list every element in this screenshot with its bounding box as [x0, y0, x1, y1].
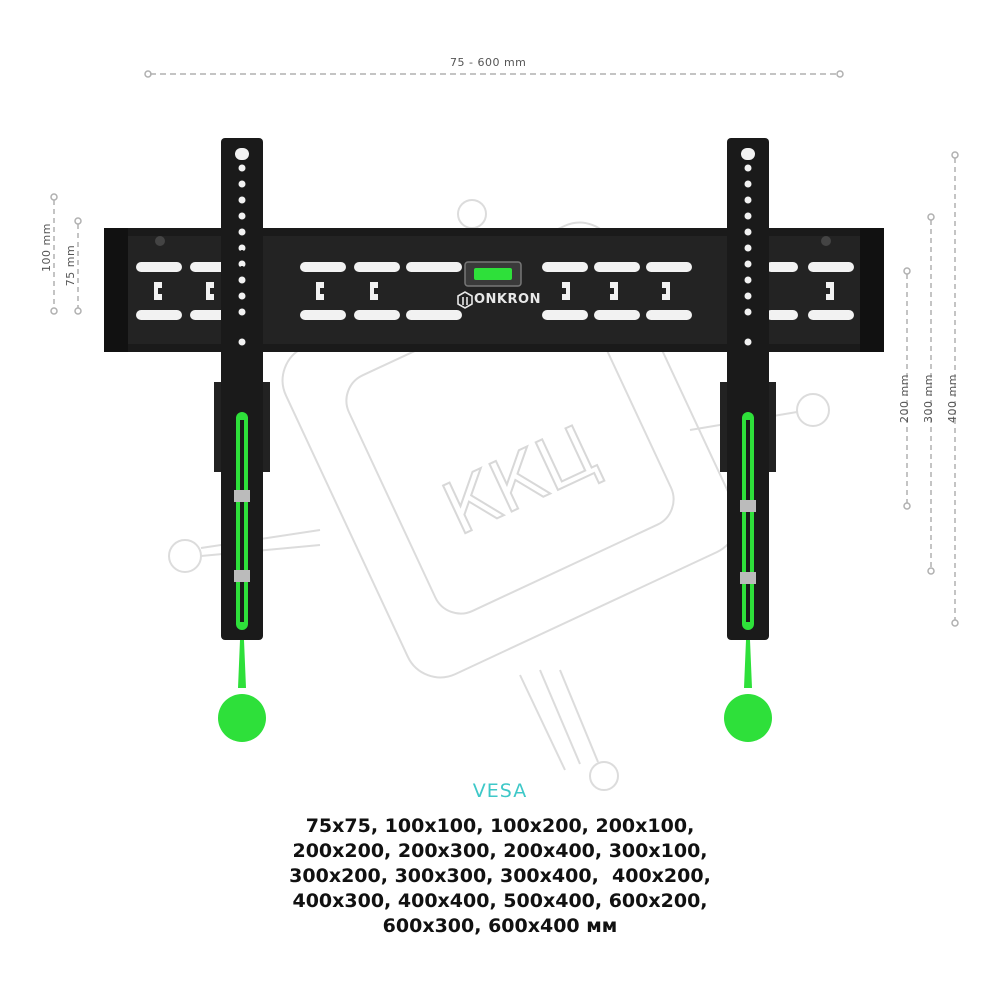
watermark-text: ККЦ [431, 409, 610, 552]
width-dimension [144, 70, 844, 78]
right-dimensions [903, 151, 959, 627]
right-mid-dimension-label: 300 mm [921, 374, 935, 423]
width-dimension-label: 75 - 600 mm [450, 56, 527, 69]
brand-logo-icon [457, 291, 473, 309]
left-dimensions [50, 193, 82, 315]
left-inner-dimension-label: 75 mm [64, 244, 78, 287]
vesa-list: 75x75, 100x100, 100x200, 200x100, 200x20… [0, 814, 1000, 939]
plate-slots [136, 262, 854, 320]
vesa-line: 200x200, 200x300, 200x400, 300x100, [292, 840, 708, 862]
right-inner-dimension-label: 200 mm [897, 374, 911, 423]
right-arm [720, 138, 776, 742]
vesa-line: 600x300, 600x400 мм [382, 915, 618, 937]
brand-label: ONKRON [474, 292, 541, 307]
vesa-line: 400x300, 400x400, 500x400, 600x200, [292, 890, 708, 912]
left-outer-dimension-label: 100 mm [39, 223, 53, 272]
vesa-title: VESA [472, 780, 528, 802]
left-arm [214, 138, 270, 742]
right-safety-knob [724, 694, 772, 742]
level-bubble [474, 268, 512, 280]
left-safety-knob [218, 694, 266, 742]
right-outer-dimension-label: 400 mm [945, 374, 959, 423]
vesa-line: 300x200, 300x300, 300x400, 400x200, [289, 865, 711, 887]
vesa-line: 75x75, 100x100, 100x200, 200x100, [305, 815, 695, 837]
